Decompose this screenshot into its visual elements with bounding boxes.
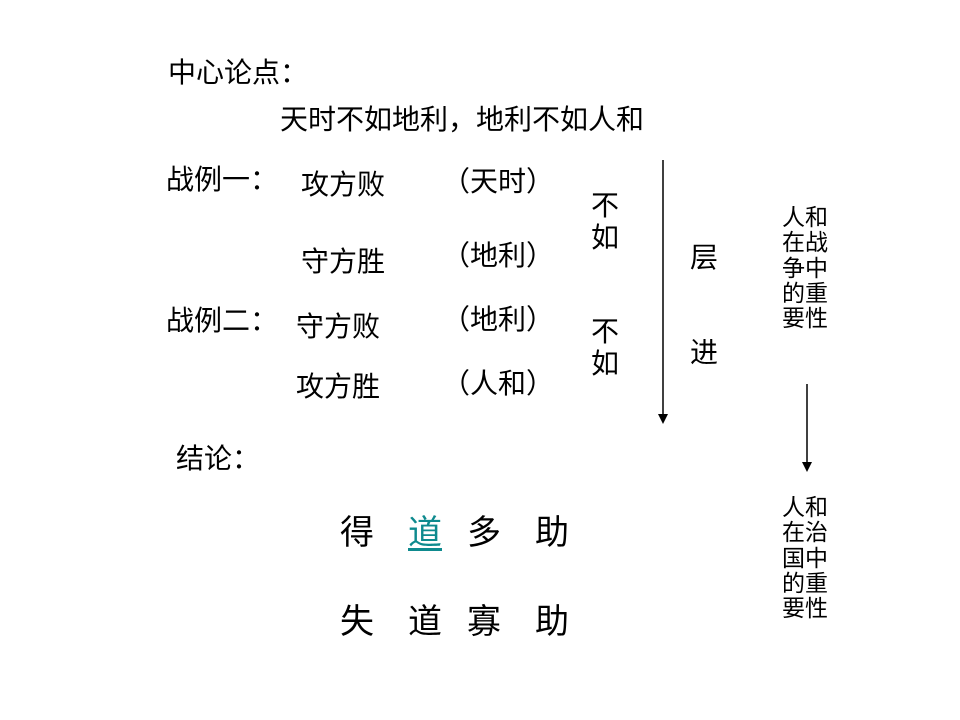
example2-label: 战例二： (166, 304, 279, 337)
example1-factor-1: （天时） (442, 165, 555, 198)
progression-char-1: 层 (690, 241, 719, 274)
conclusion-line1-char-4: 助 (535, 513, 569, 553)
importance-arrow (802, 384, 812, 472)
example1-compare: 不如 (590, 189, 619, 255)
conclusion-line1-char-1: 得 (340, 513, 374, 553)
conclusion-line1-link[interactable]: 道 (408, 513, 442, 553)
conclusion-line2-char-1: 失 (340, 602, 374, 642)
example1-side-1: 攻方败 (301, 168, 386, 201)
example2-factor-1: （地利） (442, 303, 555, 336)
example1-label: 战例一： (166, 163, 279, 196)
example2-side-2: 攻方胜 (296, 370, 381, 403)
thesis-text: 天时不如地利，地利不如人和 (280, 103, 645, 136)
conclusion-label: 结论： (176, 442, 261, 475)
importance-governance: 人和在治国中的重要性 (782, 495, 828, 623)
example2-side-1: 守方败 (296, 310, 381, 343)
conclusion-line2-char-2: 道 (408, 602, 442, 642)
conclusion-line2-char-3: 寡 (467, 602, 501, 642)
progression-arrow (658, 160, 668, 424)
conclusion-line1-char-3: 多 (467, 513, 501, 553)
conclusion-line2-char-4: 助 (535, 602, 569, 642)
progression-char-2: 进 (690, 336, 719, 369)
thesis-label: 中心论点： (168, 56, 309, 89)
importance-war: 人和在战争中的重要性 (782, 205, 828, 333)
example2-factor-2: （人和） (442, 367, 555, 400)
example2-compare: 不如 (590, 315, 619, 381)
example1-side-2: 守方胜 (301, 245, 386, 278)
example1-factor-2: （地利） (442, 239, 555, 272)
